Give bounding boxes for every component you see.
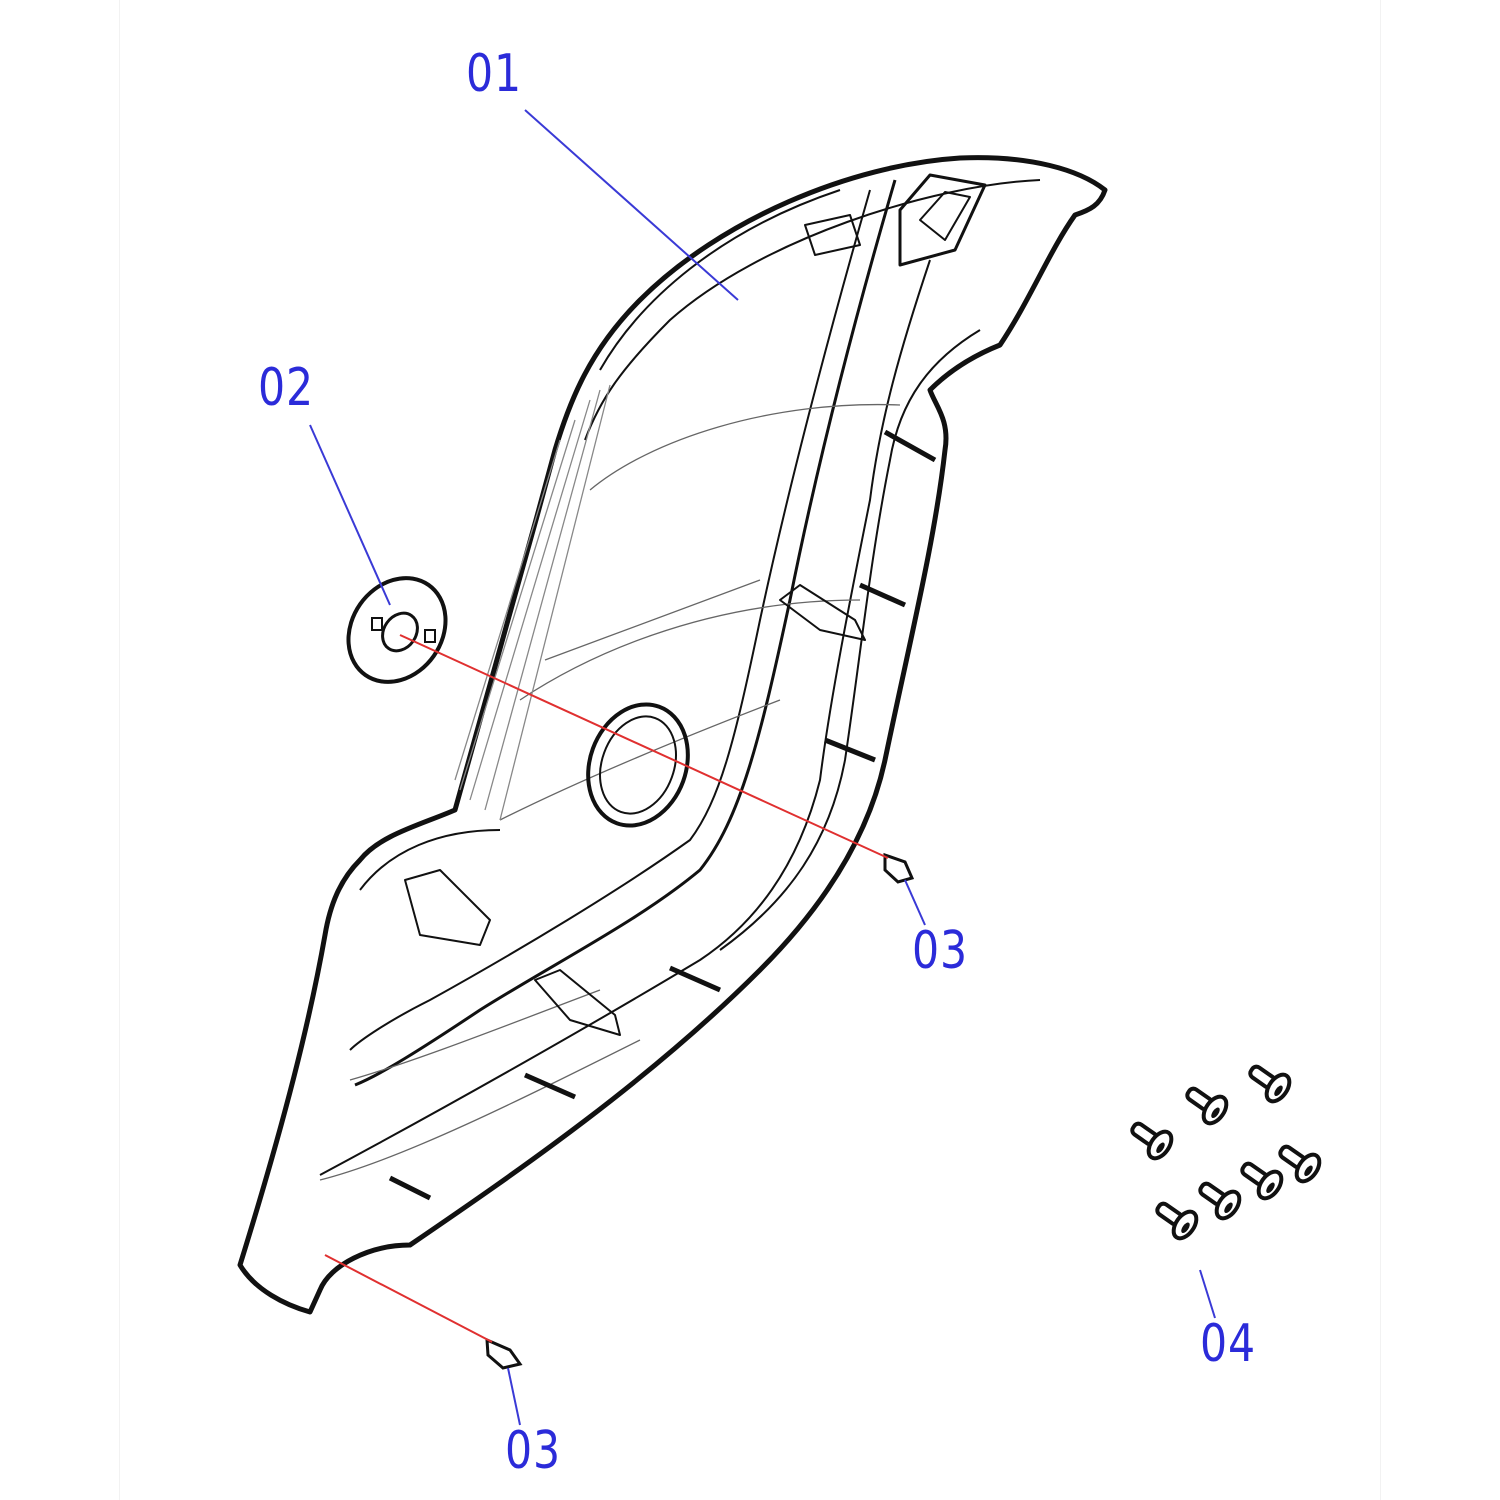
page-edge-left xyxy=(119,0,120,1500)
leader-03-upper xyxy=(904,879,926,926)
callout-03-lower: 03 xyxy=(505,1421,561,1481)
part-04-screws xyxy=(1130,1064,1322,1241)
axis-line-lower xyxy=(324,1254,493,1343)
part-01-side-cover xyxy=(237,155,1108,1315)
axis-line-upper xyxy=(399,634,889,859)
screw xyxy=(1130,1121,1174,1161)
leader-01 xyxy=(524,109,739,301)
screw xyxy=(1248,1064,1292,1104)
leader-02 xyxy=(309,424,391,606)
screw xyxy=(1155,1201,1199,1241)
leader-lines xyxy=(309,109,1216,1426)
callout-04: 04 xyxy=(1200,1314,1256,1374)
part-03-pins xyxy=(485,852,915,1370)
screw xyxy=(1198,1181,1242,1221)
leader-03-lower xyxy=(507,1367,521,1426)
callout-03-upper: 03 xyxy=(912,921,968,981)
assembly-axis-lines xyxy=(324,634,889,1343)
page-edge-right xyxy=(1380,0,1381,1500)
cover-ribs xyxy=(388,429,937,1201)
leader-04 xyxy=(1199,1269,1216,1319)
screw xyxy=(1278,1144,1322,1184)
callout-02: 02 xyxy=(258,358,314,418)
screw xyxy=(1240,1161,1284,1201)
screw xyxy=(1185,1086,1229,1126)
part-02-washer-plate xyxy=(346,576,448,684)
callout-01: 01 xyxy=(466,44,522,104)
